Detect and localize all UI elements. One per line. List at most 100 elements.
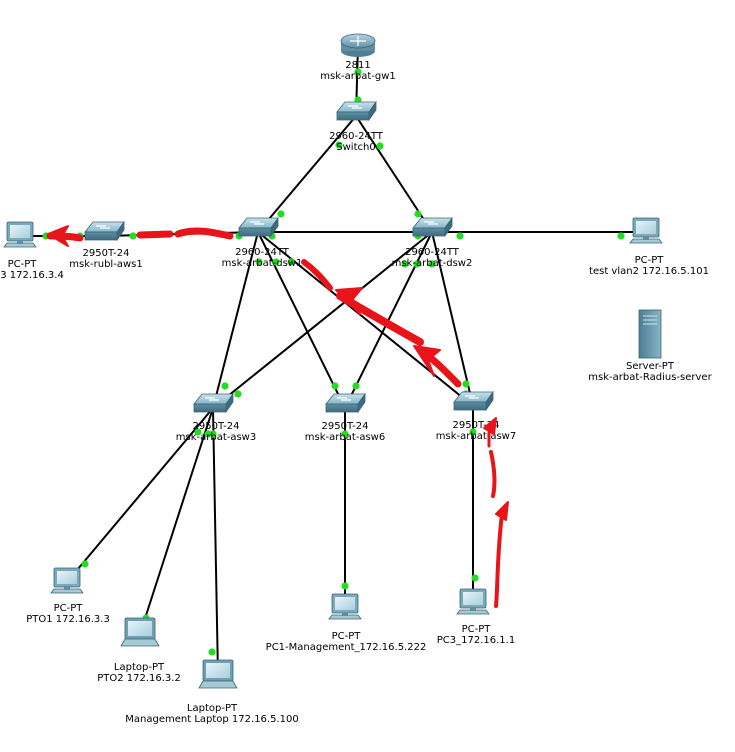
- device-model-label: 2960-24TT: [329, 131, 384, 142]
- link-asw3-mgmt_laptop[interactable]: [212, 407, 219, 677]
- device-name-label: PC3_172.16.1.1: [437, 635, 515, 646]
- device-model-label: 2960-24TT: [405, 247, 460, 258]
- port-indicator-dsw2: [401, 260, 409, 268]
- device-model-label: PC-PT: [635, 255, 665, 266]
- switch-icon[interactable]: [238, 216, 279, 238]
- annotation-arrowhead: [335, 287, 363, 315]
- port-indicator-dsw2: [456, 232, 464, 240]
- port-indicator-asw6: [341, 430, 349, 438]
- device-model-label: 2811: [345, 60, 370, 71]
- port-indicator-switch0: [376, 142, 384, 150]
- port-indicator-switch0: [335, 141, 343, 149]
- port-indicator-asw3: [234, 390, 242, 398]
- port-indicator-dsw2: [428, 260, 436, 268]
- server-icon[interactable]: [638, 309, 662, 359]
- annotation-arrows-layer: [46, 225, 509, 608]
- annotation-stroke: [174, 227, 234, 240]
- device-name-label: PTO3 172.16.3.4: [0, 270, 64, 281]
- port-indicator-asw7: [462, 380, 470, 388]
- port-indicator-gw1: [354, 68, 362, 76]
- port-indicator-dsw2: [414, 210, 422, 218]
- pc-icon[interactable]: [328, 593, 362, 620]
- switch-icon[interactable]: [193, 392, 234, 414]
- annotation-arrowhead: [495, 501, 509, 521]
- pc-icon[interactable]: [50, 567, 84, 594]
- router-icon[interactable]: [340, 33, 376, 57]
- pc-icon[interactable]: [629, 217, 663, 244]
- laptop-icon[interactable]: [198, 659, 238, 689]
- port-indicator-pc1: [341, 582, 349, 590]
- device-model-label: Laptop-PT: [187, 703, 238, 714]
- link-asw3-pto1[interactable]: [66, 407, 214, 583]
- annotation-stroke: [494, 512, 504, 608]
- device-name-label: test vlan2 172.16.5.101: [589, 266, 709, 277]
- device-name-label: msk-rubl-aws1: [69, 259, 142, 270]
- port-indicator-asw3: [221, 382, 229, 390]
- port-indicator-pc3: [471, 574, 479, 582]
- port-indicator-dsw1: [255, 258, 263, 266]
- annotation-stroke: [489, 450, 497, 498]
- port-indicator-asw3: [194, 428, 202, 436]
- link-dsw2-asw3[interactable]: [212, 231, 433, 409]
- device-name-label: msk-arbat-dsw2: [392, 258, 473, 269]
- switch-icon[interactable]: [84, 220, 125, 242]
- device-name-label: msk-arbat-Radius-server: [588, 372, 712, 383]
- port-indicator-dsw2: [413, 260, 421, 268]
- link-switch0-dsw1[interactable]: [257, 115, 357, 233]
- device-name-label: msk-arbat-gw1: [320, 71, 395, 82]
- device-name-label: Management Laptop 172.16.5.100: [125, 714, 298, 725]
- port-indicator-dsw1: [272, 258, 280, 266]
- switch-icon[interactable]: [325, 392, 366, 414]
- device-model-label: 2950T-24: [453, 420, 500, 431]
- annotation-arrowhead: [413, 345, 441, 377]
- port-indicator-dsw1: [277, 210, 285, 218]
- port-indicator-dsw1: [287, 258, 295, 266]
- device-model-label: 2950T-24: [322, 421, 369, 432]
- pc-icon[interactable]: [3, 221, 37, 248]
- switch-icon[interactable]: [453, 390, 494, 412]
- device-name-label: msk-arbat-dsw1: [222, 258, 303, 269]
- device-model-label: PC-PT: [54, 603, 84, 614]
- device-model-label: PC-PT: [332, 631, 362, 642]
- switch-icon[interactable]: [336, 100, 377, 122]
- port-indicator-pc_test: [617, 232, 625, 240]
- annotation-stroke: [136, 230, 174, 239]
- annotation-arrowhead: [483, 417, 497, 435]
- device-name-label: msk-arbat-asw7: [436, 431, 516, 442]
- device-pc_left[interactable]: PC-PTPTO3 172.16.3.4: [0, 221, 64, 281]
- device-model-label: 2960-24TT: [235, 247, 290, 258]
- device-name-label: PTO1 172.16.3.3: [26, 614, 110, 625]
- pc-icon[interactable]: [456, 588, 490, 615]
- devices-layer: 2811msk-arbat-gw12960-24TTSwitch02960-24…: [0, 33, 713, 725]
- device-name-label: msk-arbat-asw6: [305, 432, 385, 443]
- link-dsw1-asw3[interactable]: [212, 231, 259, 409]
- switch-icon[interactable]: [412, 216, 453, 238]
- device-model-label: PC-PT: [8, 259, 38, 270]
- device-name-label: PC1-Management_172.16.5.222: [266, 642, 427, 653]
- port-indicator-asw6: [331, 382, 339, 390]
- ports-layer: [42, 68, 625, 656]
- port-indicator-asw3: [204, 430, 212, 438]
- device-model-label: Server-PT: [626, 361, 675, 372]
- laptop-icon[interactable]: [120, 617, 160, 647]
- device-name-label: PTO2 172.16.3.2: [97, 673, 181, 684]
- link-asw3-pto2[interactable]: [139, 407, 214, 635]
- device-name-label: msk-arbat-asw3: [176, 432, 256, 443]
- link-dsw2-asw7[interactable]: [431, 231, 474, 407]
